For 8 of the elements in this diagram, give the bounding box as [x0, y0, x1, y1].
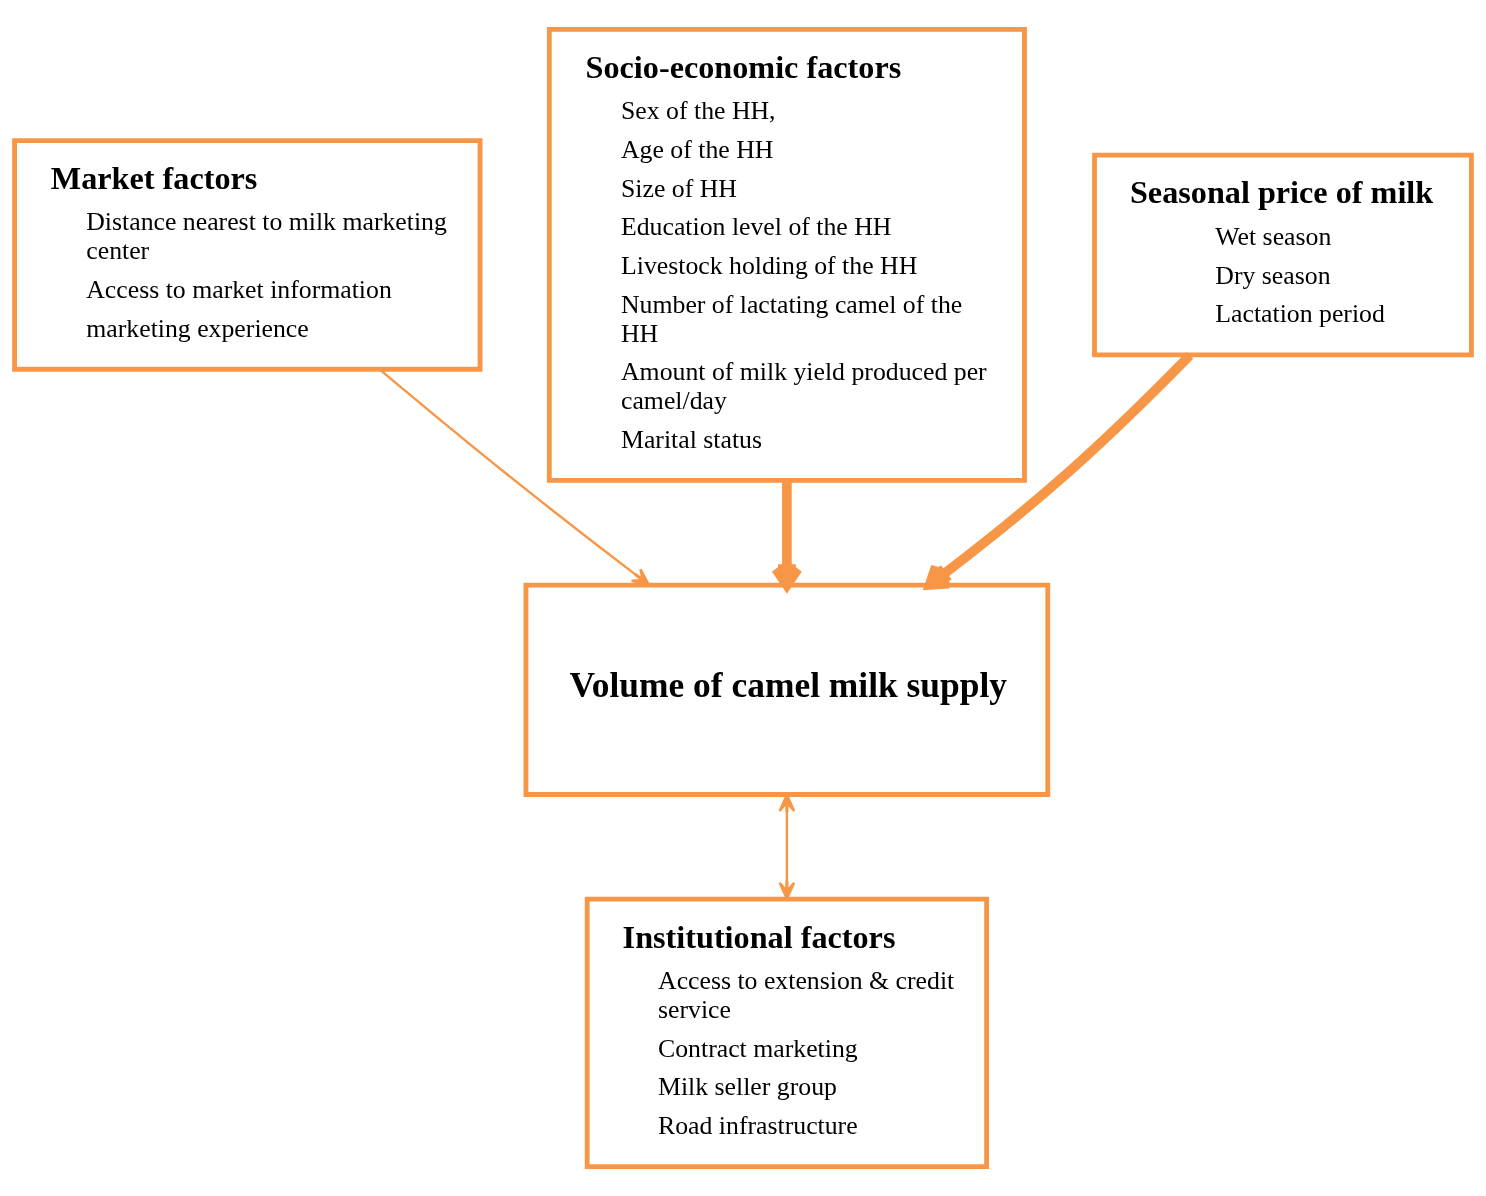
node-box: Seasonal price of milk Wet season Dry season Lactation period [1092, 152, 1474, 358]
node-box: Institutional factors Access to extension & credit service Contract marketing Milk seller group Road infrastructure [584, 896, 990, 1169]
arrow [924, 351, 1194, 590]
node-box: Market factors Distance nearest to milk marketing center Access to market information marketing experience [12, 138, 483, 372]
arrow [378, 368, 651, 586]
node-box: Volume of camel milk supply [523, 582, 1051, 797]
node-box: Socio-economic factors Sex of the HH, Age of the HH Size of HH Education level of the HH Livestock holding of the HH Number of lactating camel of the HH Amount of milk yield produced per camel/day Marital status [546, 27, 1027, 483]
arrow [771, 480, 803, 591]
